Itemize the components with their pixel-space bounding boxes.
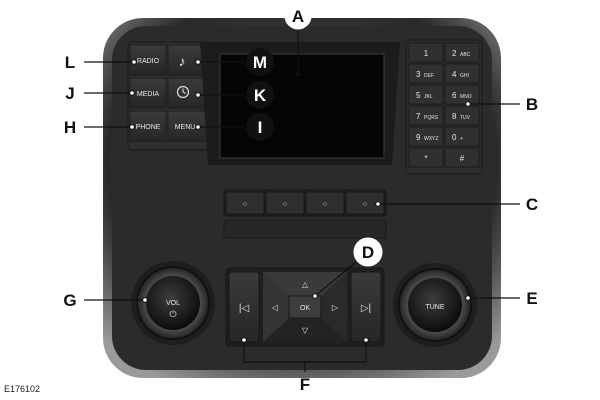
keypad-key-6[interactable] bbox=[444, 84, 480, 105]
keypad-key-letters: GHI bbox=[460, 73, 469, 79]
keypad-key-number: 7 bbox=[416, 112, 421, 121]
keypad-key-star[interactable] bbox=[408, 147, 444, 168]
preset-indicator-icon: ○ bbox=[323, 201, 327, 208]
tune-knob[interactable]: TUNE bbox=[393, 263, 477, 347]
keypad-key-number: 2 bbox=[452, 49, 457, 58]
radio-button[interactable] bbox=[129, 44, 167, 76]
seek-back-icon: |◁ bbox=[239, 303, 250, 314]
callout-d: D bbox=[362, 243, 374, 262]
keypad-key-1[interactable] bbox=[408, 42, 444, 63]
keypad-key-number: 5 bbox=[416, 91, 421, 100]
callout-h: H bbox=[64, 118, 76, 137]
callout-c: C bbox=[526, 195, 538, 214]
arrow-down-icon: ▽ bbox=[302, 326, 309, 335]
volume-power-knob[interactable]: VOL ⏻ bbox=[131, 261, 215, 345]
keypad-key-letters: DEF bbox=[424, 73, 434, 79]
keypad-key-4[interactable] bbox=[444, 63, 480, 84]
keypad-key-letters: JKL bbox=[424, 94, 433, 100]
keypad-key-9[interactable] bbox=[408, 126, 444, 147]
callout-labels: A L J H M K I B C D G E F bbox=[63, 2, 538, 394]
keypad-key-number: 0 bbox=[452, 133, 457, 142]
keypad-key-2[interactable] bbox=[444, 42, 480, 63]
phone-button[interactable] bbox=[129, 110, 167, 142]
keypad-key-0[interactable] bbox=[444, 126, 480, 147]
power-icon: ⏻ bbox=[169, 309, 176, 319]
callout-i: I bbox=[258, 118, 263, 137]
nav-right-button[interactable] bbox=[321, 272, 347, 342]
keypad-key-number: 4 bbox=[452, 70, 457, 79]
menu-label: MENU bbox=[175, 124, 196, 131]
navigation-block: |◁ ▷| OK △ ▽ ◁ ▷ bbox=[225, 267, 385, 347]
keypad-key-number: 1 bbox=[424, 49, 429, 58]
callout-m: M bbox=[253, 53, 267, 72]
callout-l: L bbox=[65, 53, 75, 72]
keypad-key-number: 8 bbox=[452, 112, 457, 121]
preset-button-row: ○ ○ ○ ○ bbox=[223, 189, 387, 239]
keypad-key-letters: + bbox=[460, 136, 463, 142]
phone-label: PHONE bbox=[136, 124, 161, 131]
keypad-key-number: 6 bbox=[452, 91, 457, 100]
callout-k: K bbox=[254, 86, 267, 105]
nav-down-button[interactable] bbox=[263, 318, 347, 342]
preset-indicator-icon: ○ bbox=[283, 201, 287, 208]
ok-label: OK bbox=[300, 305, 310, 312]
keypad-key-7[interactable] bbox=[408, 105, 444, 126]
arrow-left-icon: ◁ bbox=[272, 303, 279, 312]
callout-j: J bbox=[65, 84, 74, 103]
callout-dots bbox=[129, 59, 471, 343]
keypad-key-5[interactable] bbox=[408, 84, 444, 105]
arrow-right-icon: ▷ bbox=[332, 303, 339, 312]
callout-g: G bbox=[63, 291, 76, 310]
clock-icon bbox=[176, 85, 190, 99]
preset-indicator-icon: ○ bbox=[363, 201, 367, 208]
preset-button-1[interactable] bbox=[225, 191, 265, 215]
callout-a: A bbox=[292, 7, 304, 26]
keypad-key-3[interactable] bbox=[408, 63, 444, 84]
tune-label: TUNE bbox=[425, 304, 444, 311]
media-label: MEDIA bbox=[137, 91, 160, 98]
keypad-key-letters: TUV bbox=[460, 115, 471, 121]
music-note-icon: ♪ bbox=[179, 53, 186, 69]
radio-label: RADIO bbox=[137, 58, 160, 65]
keypad-key-hash[interactable] bbox=[444, 147, 480, 168]
keypad-key-letters: MNO bbox=[460, 94, 472, 100]
keypad-key-letters: ABC bbox=[460, 52, 471, 58]
seek-forward-icon: ▷| bbox=[361, 303, 371, 314]
preset-button-3[interactable] bbox=[305, 191, 345, 215]
display-screen bbox=[200, 42, 400, 165]
callout-lines bbox=[84, 25, 520, 372]
keypad-key-number: 3 bbox=[416, 70, 421, 79]
vol-label: VOL bbox=[166, 300, 180, 307]
callout-b: B bbox=[526, 95, 538, 114]
callout-f: F bbox=[300, 375, 310, 394]
figure-id: E176102 bbox=[4, 384, 41, 394]
menu-button[interactable] bbox=[167, 110, 209, 142]
arrow-up-icon: △ bbox=[302, 280, 309, 289]
callout-e: E bbox=[526, 289, 537, 308]
ok-button[interactable] bbox=[288, 295, 322, 319]
keypad-key-number: * bbox=[424, 154, 427, 163]
preset-button-2[interactable] bbox=[265, 191, 305, 215]
preset-button-4[interactable] bbox=[345, 191, 385, 215]
nav-left-button[interactable] bbox=[263, 272, 289, 342]
preset-indicator-icon: ○ bbox=[243, 201, 247, 208]
keypad-key-number: # bbox=[460, 154, 465, 163]
keypad-key-letters: PQRS bbox=[424, 115, 439, 121]
keypad-key-letters: WXYZ bbox=[424, 136, 438, 142]
nav-up-button[interactable] bbox=[263, 272, 347, 296]
keypad-key-8[interactable] bbox=[444, 105, 480, 126]
keypad-key-number: 9 bbox=[416, 133, 421, 142]
